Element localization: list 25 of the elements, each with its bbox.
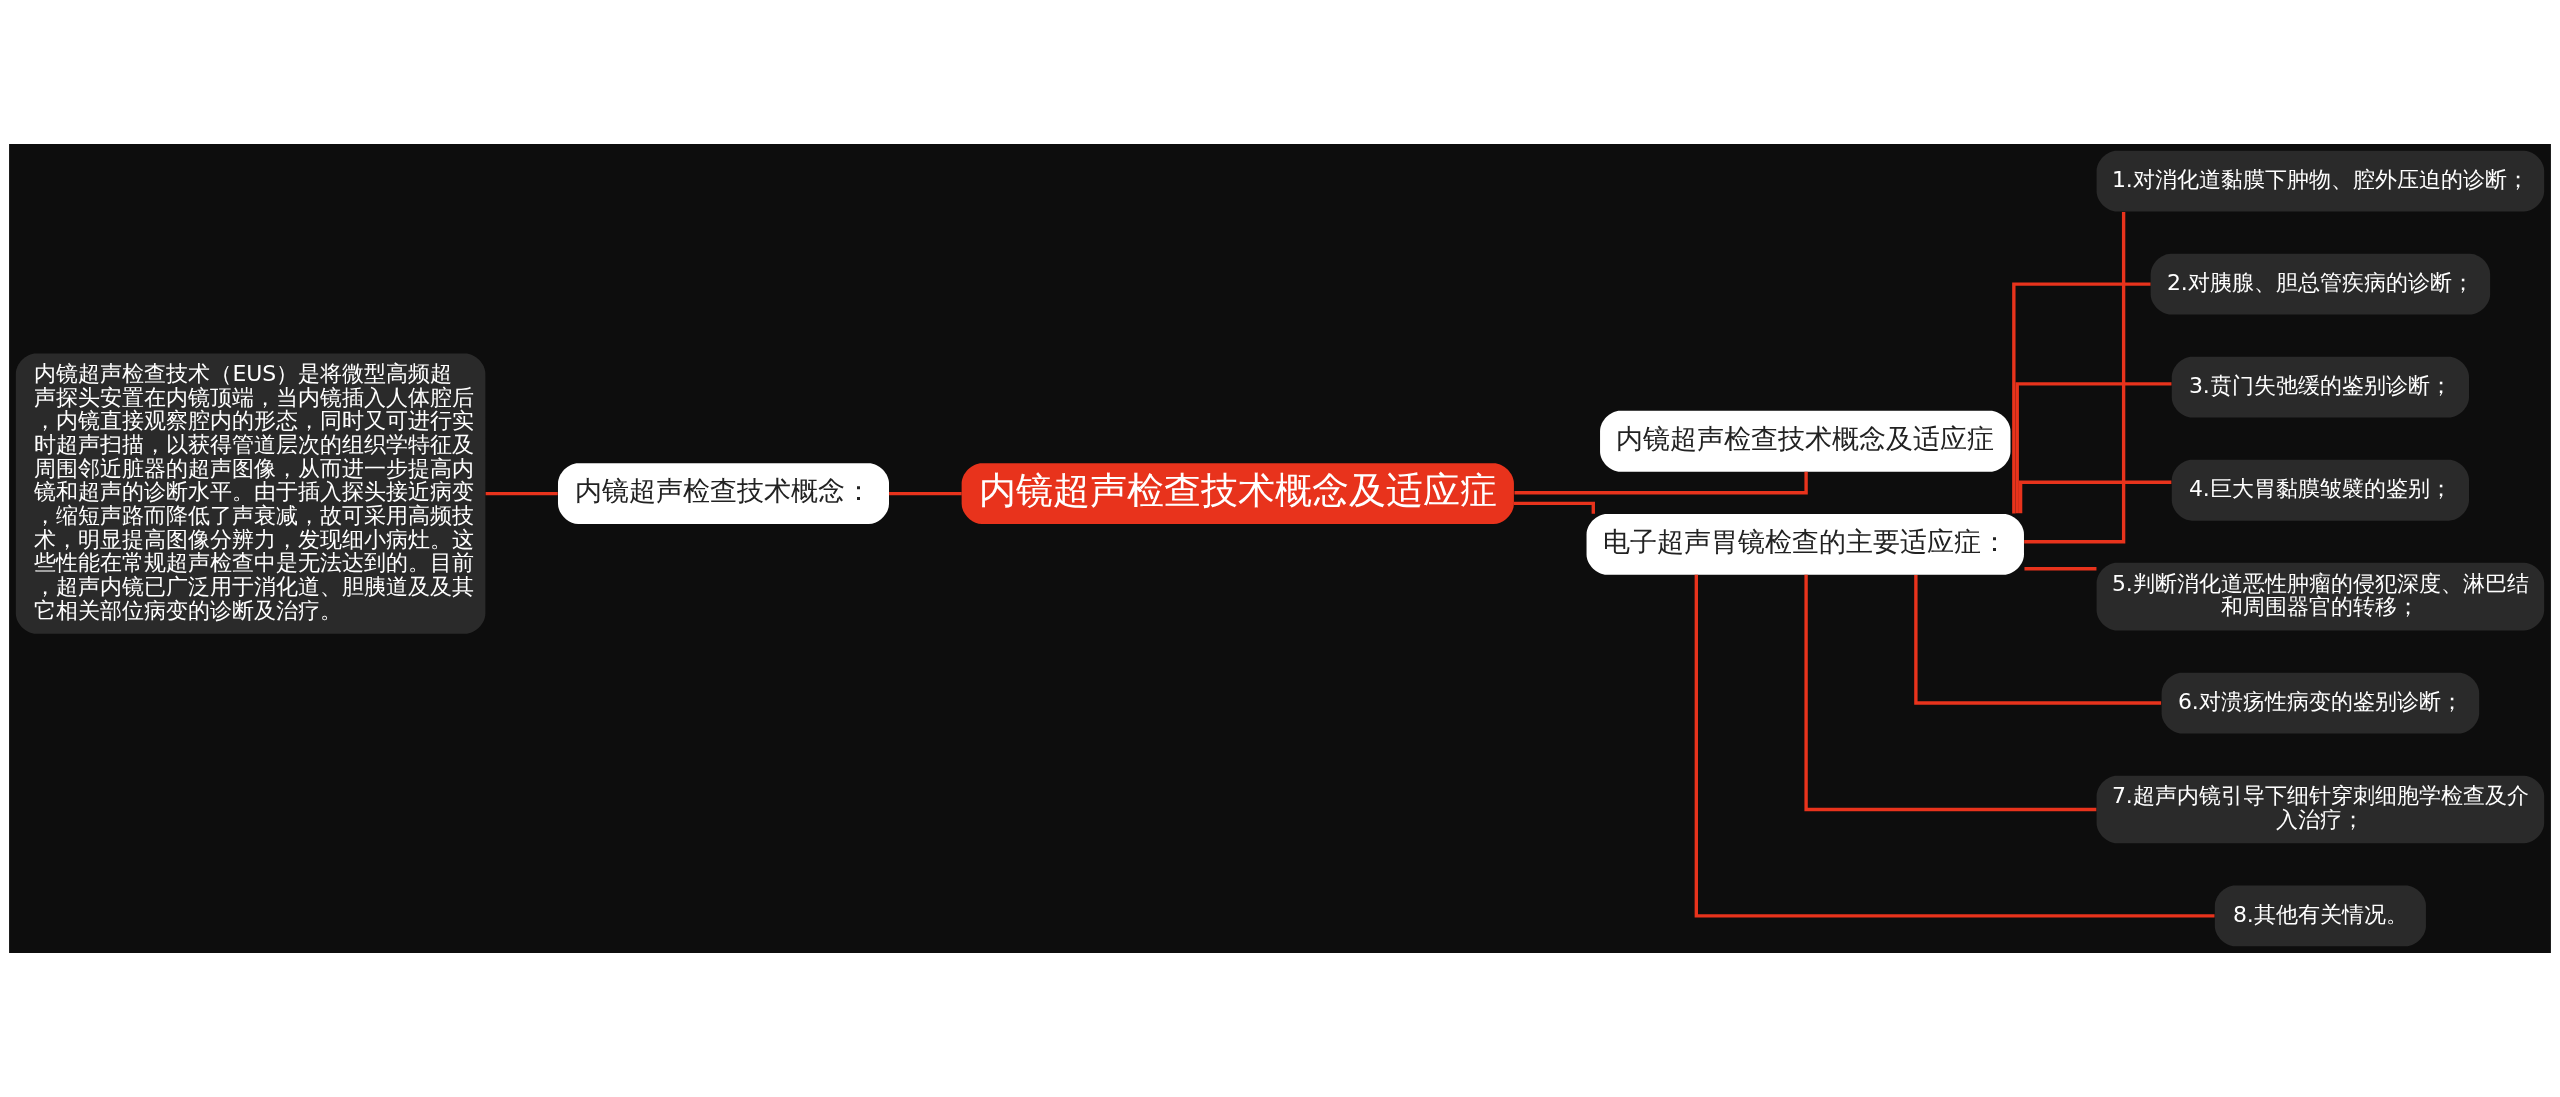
node-box: 内镜超声检查技术概念及适应症 (961, 463, 1514, 524)
node-box: 6.对溃疡性病变的鉴别诊断； (2161, 672, 2480, 734)
node-box: 1.对消化道黏膜下肿物、腔外压迫的诊断； (2096, 150, 2545, 212)
connector (2024, 211, 2126, 544)
node-box: 2.对胰腺、胆总管疾病的诊断； (2150, 253, 2491, 315)
node-box: 5.判断消化道恶性肿瘤的侵犯深度、淋巴结和周围器官的转移； (2096, 562, 2545, 631)
connector (2015, 382, 2172, 514)
node-box: 电子超声胃镜检查的主要适应症： (1586, 513, 2024, 575)
connector (1694, 574, 2215, 918)
connector (2018, 480, 2172, 514)
node-box: 7.超声内镜引导下细针穿刺细胞学检查及介入治疗； (2096, 775, 2545, 844)
connector (1804, 574, 2097, 812)
node-box: 内镜超声检查技术（EUS）是将微型高频超声探头安置在内镜顶端，当内镜插入人体腔后，内镜直接观察腔内的形态，同时又可进行实时超声扫描，以获得管道层次的组织学特征及周围邻近脏器的超声图像，从而进一步提高内镜和超声的诊断水平。由于插入探头接近病变，缩短声路而降低了声衰减，故可采用高频技术，明显提高图像分辨力，发现细小病灶。这些性能在常规超声检查中是无法达到的。目前，超声内镜已广泛用于消化道、胆胰道及及其它相关部位病变的诊断及治疗。 (15, 353, 486, 634)
connector (889, 491, 962, 496)
node-box: 内镜超声检查技术概念： (558, 463, 889, 524)
node-box: 3.贲门失弛缓的鉴别诊断； (2171, 356, 2469, 418)
node-box: 内镜超声检查技术概念及适应症 (1600, 410, 2011, 472)
connector (1514, 471, 1808, 495)
connector (2024, 567, 2097, 571)
node-box: 8.其他有关情况。 (2214, 885, 2426, 947)
connector (485, 491, 558, 496)
node-box: 4.巨大胃黏膜皱襞的鉴别； (2171, 459, 2469, 521)
connector (1513, 501, 1595, 514)
connector (2012, 282, 2151, 514)
connector (1914, 574, 2162, 705)
